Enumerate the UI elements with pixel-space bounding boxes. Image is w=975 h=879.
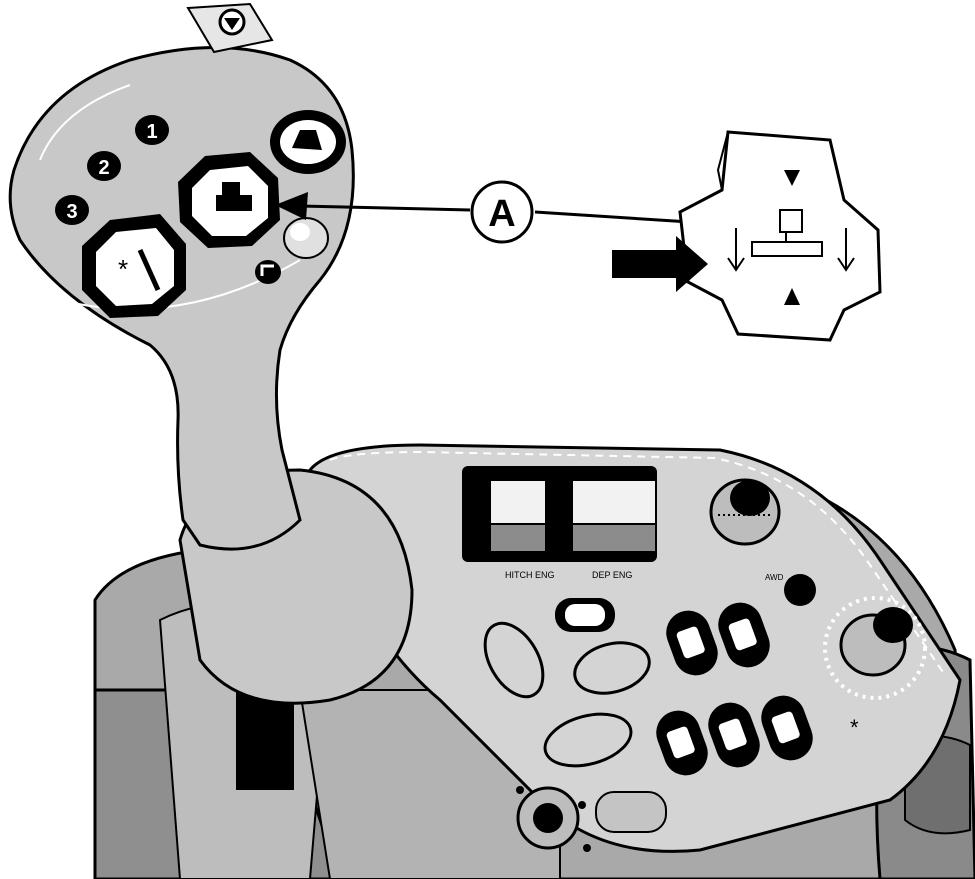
rocker-switch-dep[interactable]: DEP ENG xyxy=(545,466,657,580)
panel-oval-slot-2 xyxy=(573,641,651,695)
callout-leader-line xyxy=(275,192,691,224)
detail-switch-face xyxy=(678,130,882,342)
hitch-icon xyxy=(751,209,823,257)
push-button-1[interactable] xyxy=(660,604,724,681)
callout-arrowhead-icon xyxy=(275,192,308,220)
pointer-arrow-icon xyxy=(612,236,708,292)
joystick-button-3[interactable]: 3 xyxy=(55,195,89,225)
awd-label: AWD xyxy=(765,573,784,582)
callout-badge: A xyxy=(470,180,534,244)
down-arrow-icon xyxy=(784,170,800,186)
joystick-top-cap[interactable] xyxy=(186,2,274,54)
lower-right-arrow-icon xyxy=(837,228,855,272)
push-button-2[interactable] xyxy=(712,596,776,673)
push-button-3[interactable] xyxy=(650,704,714,781)
joystick-trigger-button[interactable] xyxy=(255,260,281,284)
push-button-5[interactable] xyxy=(755,689,819,766)
joystick-direction-button[interactable] xyxy=(270,110,346,174)
button-1-label: 1 xyxy=(146,121,157,143)
joystick-small-button[interactable] xyxy=(283,217,329,259)
rotary-knob-lower[interactable]: * xyxy=(823,596,927,740)
hitch-rocker-switch[interactable] xyxy=(178,152,280,248)
panel-oval-slot-1 xyxy=(483,621,545,699)
joystick-button-2[interactable]: 2 xyxy=(87,151,121,181)
button-3-label: 3 xyxy=(66,201,77,223)
lower-left-arrow-icon xyxy=(727,228,745,272)
rotary-knob-upper[interactable]: AWD xyxy=(709,478,816,606)
joystick-button-1[interactable]: 1 xyxy=(135,115,169,145)
callout-label: A xyxy=(488,193,515,235)
fan-icon: * xyxy=(118,254,128,284)
push-button-4[interactable] xyxy=(702,696,766,773)
panel-button-top[interactable] xyxy=(555,598,615,632)
indicator-light xyxy=(784,574,816,606)
fan-rocker-switch[interactable]: * xyxy=(82,214,186,318)
fan-star-icon: * xyxy=(850,715,859,740)
hitch-switch-label: HITCH ENG xyxy=(505,570,555,580)
key-switch[interactable] xyxy=(516,786,591,852)
up-arrow-icon xyxy=(784,288,800,305)
panel-oval-slot-3 xyxy=(543,712,633,768)
dep-switch-label: DEP ENG xyxy=(592,570,632,580)
panel-button-bottom[interactable] xyxy=(595,791,667,833)
button-2-label: 2 xyxy=(98,157,109,179)
